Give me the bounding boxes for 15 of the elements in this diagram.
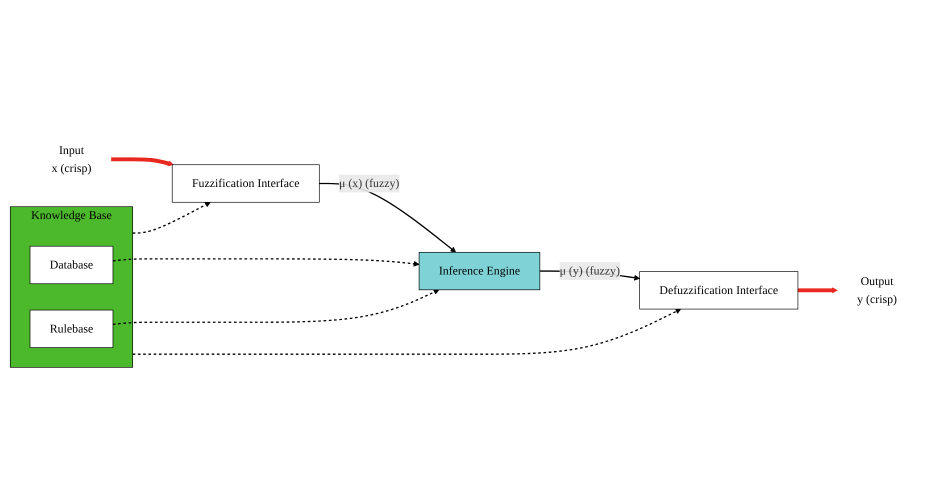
edge-label: μ (x) (fuzzy) (339, 176, 400, 190)
node-box: Defuzzification Interface (639, 271, 798, 310)
arrow (111, 157, 174, 166)
node-box: Inference Engine (418, 252, 540, 290)
node-text: Input x (crisp) (52, 144, 92, 174)
node-box: Rulebase (30, 310, 114, 348)
node-text: Output y (crisp) (857, 274, 897, 306)
arrow (132, 308, 682, 355)
node-box: Fuzzification Interface (172, 164, 320, 203)
node-box: Database (30, 246, 114, 284)
arrow (112, 289, 440, 326)
arrow (798, 287, 838, 294)
arrow (112, 258, 420, 267)
arrow (132, 202, 211, 234)
edge-label: μ (y) (fuzzy) (560, 264, 620, 278)
